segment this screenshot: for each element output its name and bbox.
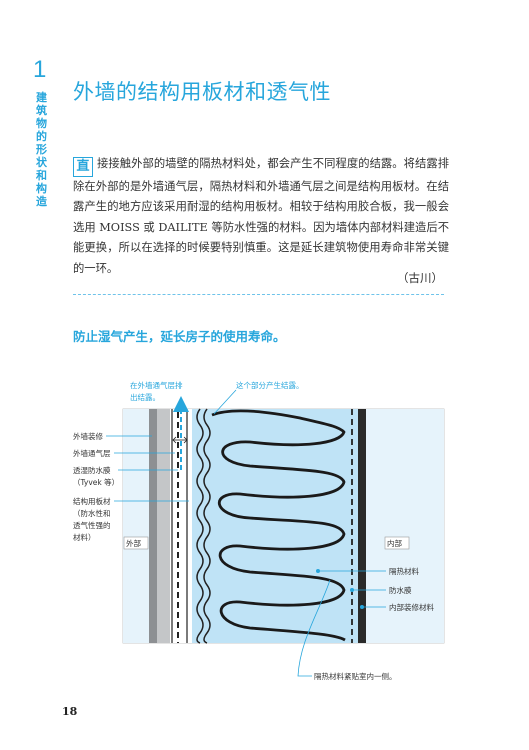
vent-note-line2: 出结露。 — [130, 392, 160, 402]
outside-label-box — [123, 536, 149, 550]
label-interior-finish: 内部装修材料 — [389, 602, 434, 612]
inside-label: 内部 — [387, 538, 402, 548]
label-vapor-barrier: 防水膜 — [389, 585, 412, 595]
label-board-2: （防水性和 — [73, 508, 111, 518]
outside-label: 外部 — [126, 538, 141, 548]
exterior-finish-panel — [149, 409, 157, 643]
label-insulation: 隔热材料 — [389, 566, 419, 576]
label-exterior-finish: 外墙装修 — [73, 431, 103, 441]
bottom-leader — [297, 579, 331, 677]
condensation-note: 这个部分产生结露。 — [236, 380, 304, 390]
label-board-1: 结构用板材 — [73, 496, 111, 506]
label-membrane-2: （Tyvek 等） — [73, 477, 119, 487]
page-title: 外墙的结构用板材和透气性 — [73, 80, 331, 104]
exterior-panel-face — [157, 409, 170, 643]
label-vent-layer: 外墙通气层 — [73, 448, 111, 458]
label-board-3: 透气性强的 — [73, 520, 111, 530]
condensation-leader — [213, 389, 237, 415]
condensation-edge-inner — [203, 408, 211, 644]
author-credit: （古川） — [397, 271, 443, 285]
condensation-edge — [196, 408, 204, 644]
section-heading: 防止湿气产生，延长房子的使用寿命。 — [73, 329, 286, 344]
insulation-squiggle — [211, 409, 346, 642]
body-paragraph: 直接接触外部的墙壁的隔热材料处，都会产生不同程度的结露。将结露排除在外部的是外墙… — [73, 154, 449, 279]
bottom-note: 隔热材料紧贴室内一侧。 — [314, 671, 397, 681]
label-board-4: 材料） — [73, 532, 96, 542]
chapter-number: 1 — [33, 56, 47, 83]
dashed-divider — [73, 294, 444, 295]
interior-finish-panel — [358, 409, 366, 643]
label-membrane-1: 透湿防水膜 — [73, 465, 111, 475]
outside-area — [123, 409, 149, 643]
body-text: 接接触外部的墙壁的隔热材料处，都会产生不同程度的结露。将结露排除在外部的是外墙通… — [73, 157, 449, 275]
inside-label-box — [384, 536, 410, 550]
vent-note-line1: 在外墙通气层排 — [130, 380, 183, 390]
inside-area — [366, 409, 444, 643]
chapter-title: 建筑物的形状和构造 — [36, 91, 47, 208]
gap-arrowheads — [172, 436, 188, 444]
page-number: 18 — [62, 705, 78, 718]
vapor-barrier-zone — [350, 409, 360, 643]
